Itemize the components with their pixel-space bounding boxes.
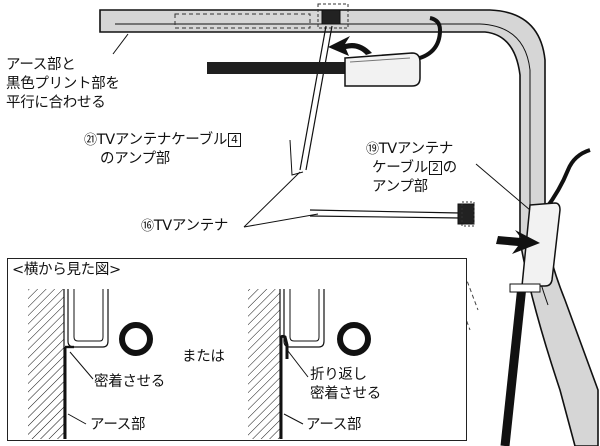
label-amp19-line3: アンプ部 [372, 179, 428, 195]
circled-number-21: ㉑ [84, 133, 97, 148]
inset-title: <横から見た図> [12, 262, 121, 278]
top-antenna-element-2 [305, 25, 333, 171]
amp19-cable-top [543, 148, 591, 212]
windshield-frame [99, 9, 599, 446]
amp21-text: TVアンテナケーブル [96, 132, 228, 148]
amp19-base [509, 283, 541, 293]
circled-number-16: ⑯ [141, 219, 154, 234]
right-fold-label-1: 折り返し [310, 367, 367, 383]
right-leader-fold [287, 350, 309, 378]
label-earth-align-3: 平行に合わせる [6, 95, 106, 111]
black-print-dashed [174, 13, 311, 29]
side-view-inset: <横から見た図> または 密着させる アース部 折り返し 密着させる アース部 [7, 258, 467, 441]
top-connector [321, 9, 341, 25]
boxed-number-4: 4 [228, 133, 241, 147]
circled-number-19: ⑲ [366, 142, 379, 157]
amp19-text-suffix: の [442, 160, 458, 176]
antenna16-text: TVアンテナ [153, 218, 229, 234]
left-leader-close [69, 351, 94, 380]
right-earth-strip [279, 334, 289, 439]
label-antenna16: ⑯TVアンテナ [141, 218, 228, 235]
boxed-number-2: 2 [428, 161, 442, 175]
amp21-cable [411, 16, 443, 62]
right-glass [283, 289, 325, 348]
label-amp19-line1: ⑲TVアンテナ [366, 141, 453, 158]
leader-antenna16-b [243, 213, 319, 228]
leader-earth-align [112, 33, 129, 55]
label-earth-align-2: 黒色プリント部を [6, 76, 120, 92]
antenna16-rod [309, 209, 461, 214]
left-leader-earth [67, 413, 87, 425]
amp19-arrow [496, 230, 540, 254]
amp21-cable-left [207, 62, 347, 74]
right-leader-earth [283, 413, 304, 425]
right-fold-label-2: 密着させる [310, 386, 381, 402]
top-antenna-element [299, 25, 327, 171]
right-body-hatch [248, 289, 280, 439]
amp19-text-2: ケーブル [372, 160, 428, 176]
side-view-illustration [28, 289, 371, 439]
left-close-fit-label: 密着させる [94, 374, 165, 390]
top-connector-dashed [317, 3, 349, 29]
left-glass [67, 289, 109, 348]
label-earth-align-1: アース部と [6, 57, 76, 73]
left-body-hatch [28, 289, 64, 439]
antenna16-connector [457, 203, 475, 225]
amp19-cable-bottom [500, 285, 527, 446]
leader-amp19 [475, 163, 531, 211]
right-earth-label: アース部 [306, 417, 362, 433]
left-earth-label: アース部 [90, 417, 146, 433]
amp19-text-1: TVアンテナ [378, 141, 454, 157]
amp21-arrow [328, 36, 372, 56]
leader-amp21 [289, 139, 304, 176]
label-amp21-line2: のアンプ部 [100, 151, 170, 167]
amp19-body [521, 202, 561, 287]
right-ring [337, 322, 371, 356]
left-ring [119, 322, 153, 356]
inset-or-text: または [182, 349, 225, 365]
leader-antenna16-a [243, 171, 301, 228]
